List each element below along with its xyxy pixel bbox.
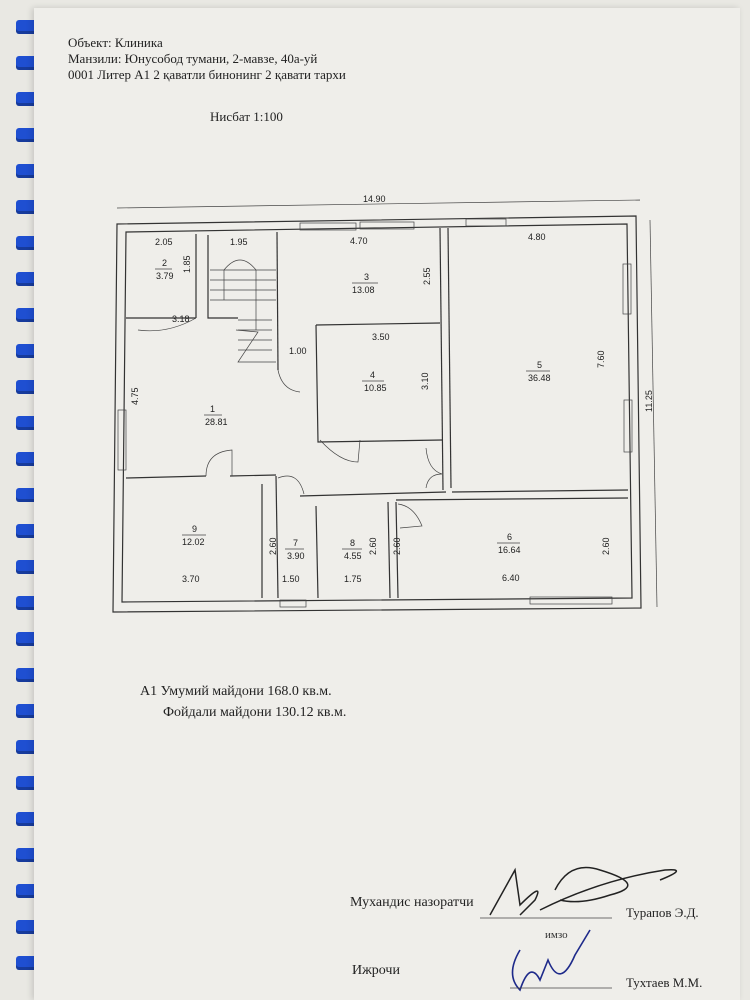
binding-ring: [16, 884, 38, 898]
room-6: 6 16.64: [497, 532, 521, 555]
binding-ring: [16, 272, 38, 286]
engineer-label: Мухандис назоратчи: [350, 895, 474, 910]
svg-text:4: 4: [370, 370, 375, 380]
dim-4-75: 4.75: [130, 387, 140, 405]
dim-3-50: 3.50: [372, 332, 390, 342]
room-1: 1 28.81: [204, 404, 228, 427]
binding-ring: [16, 668, 38, 682]
room-5: 5 36.48: [526, 360, 551, 383]
dim-6-40: 6.40: [502, 573, 520, 583]
binding-ring: [16, 452, 38, 466]
dim-4-70: 4.70: [350, 236, 368, 246]
binding-ring: [16, 92, 38, 106]
svg-text:1: 1: [210, 404, 215, 414]
dim-7-60: 7.60: [596, 350, 606, 368]
svg-text:36.48: 36.48: [528, 373, 551, 383]
engineer-signature: [489, 866, 677, 916]
binding-ring: [16, 380, 38, 394]
dim-2-60-a: 2.60: [268, 537, 278, 555]
dim-2-60-d: 2.60: [392, 537, 402, 555]
dim-1-85: 1.85: [182, 255, 192, 273]
room-2: 2 3.79: [155, 258, 174, 281]
svg-text:5: 5: [537, 360, 542, 370]
binding-ring: [16, 20, 38, 34]
svg-text:10.85: 10.85: [364, 383, 387, 393]
dim-1-50: 1.50: [282, 574, 300, 584]
document-header: Объект: Клиника Манзили: Юнусобод тумани…: [68, 35, 346, 83]
room-4: 4 10.85: [362, 370, 387, 393]
binding-ring: [16, 128, 38, 142]
binding-ring: [16, 164, 38, 178]
scale-label: Нисбат 1:100: [210, 109, 283, 124]
binding-ring: [16, 200, 38, 214]
useful-area: Фойдали майдони 130.12 кв.м.: [163, 705, 347, 720]
dim-overall-width: 14.90: [363, 194, 386, 204]
dim-2-55: 2.55: [422, 267, 432, 285]
room-7: 7 3.90: [285, 538, 305, 561]
binding-ring: [16, 596, 38, 610]
svg-text:4.55: 4.55: [344, 551, 362, 561]
executor-name: Тухтаев М.М.: [626, 975, 703, 990]
dim-3-70: 3.70: [182, 574, 200, 584]
binding-ring: [16, 308, 38, 322]
address-line: Манзили: Юнусобод тумани, 2-мавзе, 40а-у…: [68, 51, 318, 66]
binding-ring: [16, 560, 38, 574]
dim-1-00: 1.00: [289, 346, 307, 356]
svg-text:7: 7: [293, 538, 298, 548]
dim-overall-height: 11.25: [644, 390, 654, 412]
binding-ring: [16, 848, 38, 862]
svg-text:6: 6: [507, 532, 512, 542]
executor-label: Ижрочи: [352, 963, 400, 978]
engineer-name: Турапов Э.Д.: [626, 905, 699, 920]
svg-text:13.08: 13.08: [352, 285, 375, 295]
dim-3-10: 3.10: [420, 372, 430, 390]
dim-4-80: 4.80: [528, 232, 546, 242]
svg-text:16.64: 16.64: [498, 545, 521, 555]
binding-ring: [16, 344, 38, 358]
binding-ring: [16, 236, 38, 250]
binding-ring: [16, 740, 38, 754]
dim-2-05: 2.05: [155, 237, 173, 247]
binding-ring: [16, 920, 38, 934]
binding-ring: [16, 956, 38, 970]
room-8: 8 4.55: [342, 538, 362, 561]
room-9: 9 12.02: [182, 524, 206, 547]
binding-ring: [16, 632, 38, 646]
binding-ring: [16, 416, 38, 430]
binding-ring: [16, 524, 38, 538]
signature-caption: имзо: [545, 929, 568, 941]
svg-text:2: 2: [162, 258, 167, 268]
svg-text:3.90: 3.90: [287, 551, 305, 561]
svg-text:8: 8: [350, 538, 355, 548]
dim-1-95: 1.95: [230, 237, 248, 247]
document-page: [34, 8, 740, 1000]
executor-signature: [511, 929, 591, 992]
dim-2-60-c: 2.60: [601, 537, 611, 555]
title-line: 0001 Литер А1 2 қаватли бинонинг 2 қават…: [68, 67, 346, 82]
svg-text:9: 9: [192, 524, 197, 534]
binding-ring: [16, 488, 38, 502]
dim-3-18: 3.18: [172, 314, 190, 324]
binding-ring: [16, 776, 38, 790]
svg-text:28.81: 28.81: [205, 417, 228, 427]
svg-text:12.02: 12.02: [182, 537, 205, 547]
total-area: А1 Умумий майдони 168.0 кв.м.: [140, 684, 332, 699]
svg-text:3: 3: [364, 272, 369, 282]
binding-ring: [16, 704, 38, 718]
dim-1-75: 1.75: [344, 574, 362, 584]
svg-text:3.79: 3.79: [156, 271, 174, 281]
object-line: Объект: Клиника: [68, 35, 163, 50]
dim-2-60-b: 2.60: [368, 537, 378, 555]
binding-ring: [16, 56, 38, 70]
spiral-binding: [0, 0, 44, 1000]
binding-ring: [16, 812, 38, 826]
room-3: 3 13.08: [352, 272, 378, 295]
